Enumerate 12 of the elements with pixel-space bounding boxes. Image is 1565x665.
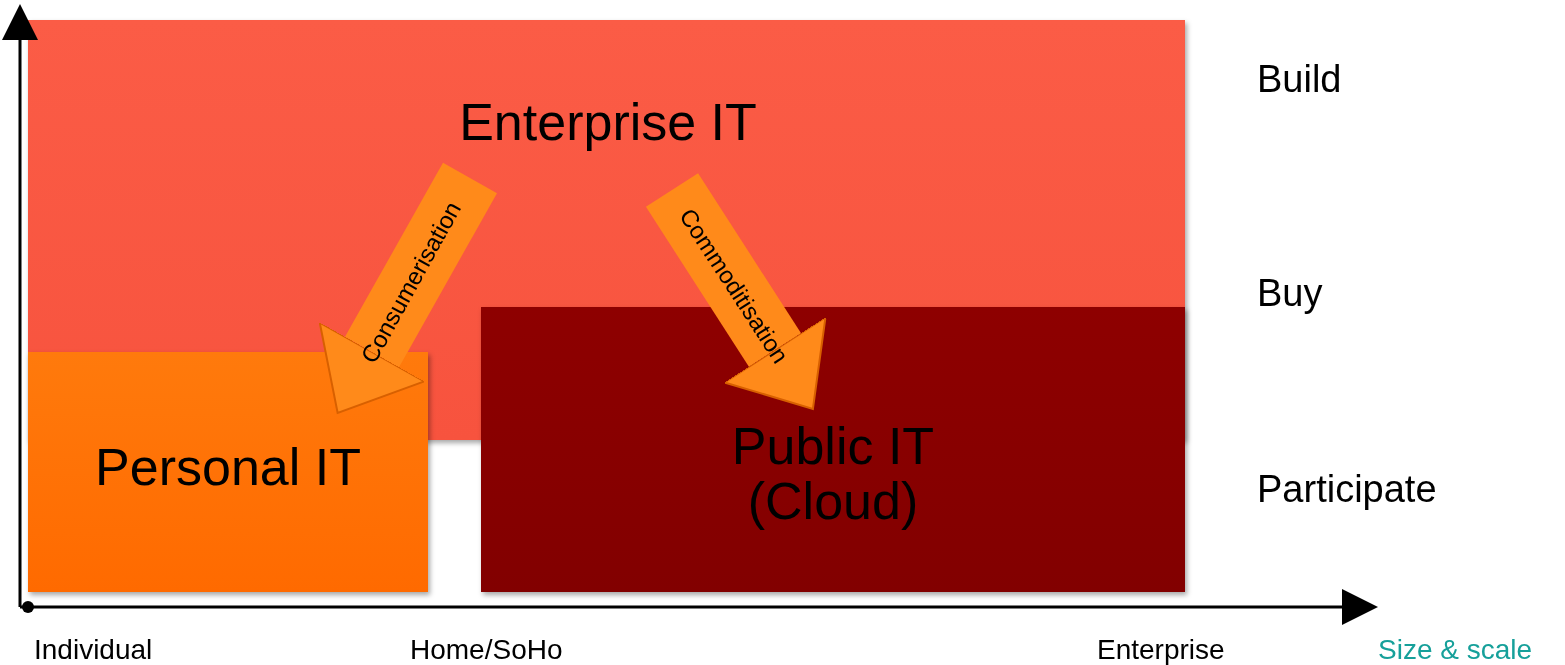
axis-title: Size & scale [1378, 634, 1533, 665]
level-label: Build [1257, 58, 1342, 101]
level-label: Participate [1257, 468, 1437, 511]
block-arrow [318, 162, 498, 414]
axis-label: Enterprise [1097, 634, 1225, 665]
block-title: Personal IT [95, 440, 361, 495]
axis-label: Individual [34, 634, 153, 665]
block-title: Enterprise IT [459, 95, 757, 150]
block-arrow [645, 173, 827, 410]
level-label: Buy [1257, 272, 1323, 315]
block-title: Public IT (Cloud) [730, 419, 936, 529]
axis-label: Home/SoHo [410, 634, 563, 665]
